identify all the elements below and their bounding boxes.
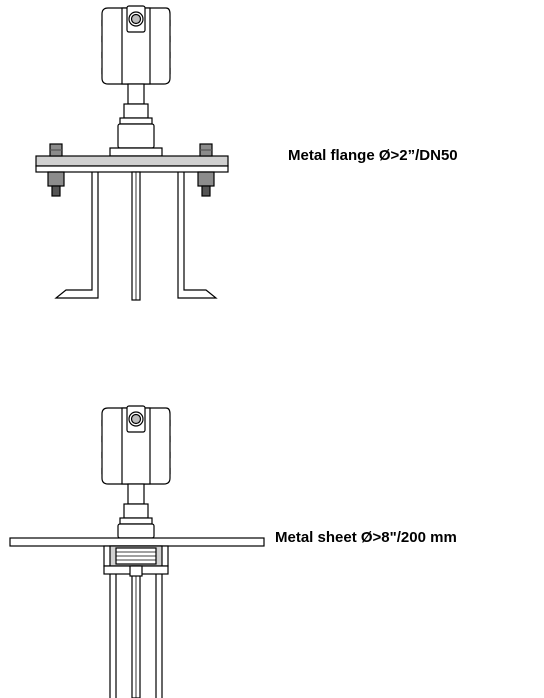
cable-gland-icon xyxy=(126,405,146,433)
nozzle-right-wall xyxy=(177,172,218,299)
device-sheet-mount xyxy=(9,405,265,698)
metal-sheet xyxy=(9,537,265,547)
nozzle-left-wall xyxy=(54,172,99,299)
flange-label: Metal flange Ø>2”/DN50 xyxy=(288,147,458,164)
cable-gland-icon xyxy=(126,5,146,33)
bolt-right xyxy=(197,143,215,197)
bolt-left xyxy=(47,143,65,197)
device-flange-mount xyxy=(35,5,229,301)
sheet-label: Metal sheet Ø>8"/200 mm xyxy=(275,529,457,546)
